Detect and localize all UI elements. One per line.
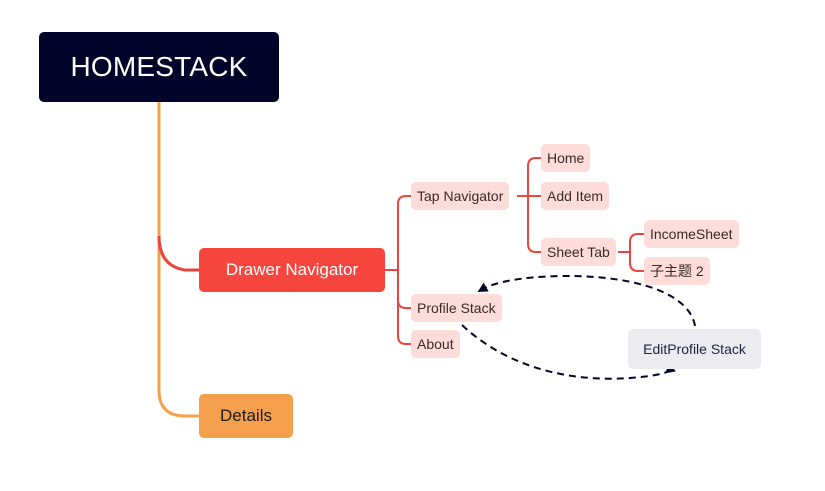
root-node[interactable]: HOMESTACK <box>39 32 279 102</box>
tap-navigator-node[interactable]: Tap Navigator <box>411 182 510 210</box>
drawer-navigator-node[interactable]: Drawer Navigator <box>199 248 385 292</box>
drawer-branch-connector <box>157 235 199 272</box>
subtopic-2-node[interactable]: 子主题 2 <box>644 257 710 285</box>
income-sheet-node[interactable]: IncomeSheet <box>644 220 739 248</box>
about-node[interactable]: About <box>411 330 460 358</box>
sheet-tab-node[interactable]: Sheet Tab <box>541 238 616 266</box>
edit-profile-stack-node[interactable]: EditProfile Stack <box>628 329 761 369</box>
tap-children-connector <box>517 157 541 253</box>
relation-curve <box>461 324 676 380</box>
sheet-children-connector <box>618 233 644 272</box>
details-node[interactable]: Details <box>199 394 293 438</box>
add-item-node[interactable]: Add Item <box>541 182 610 210</box>
home-node[interactable]: Home <box>541 144 591 172</box>
relation-curve-top <box>477 274 696 327</box>
drawer-children-connector <box>385 195 411 345</box>
profile-stack-node[interactable]: Profile Stack <box>411 294 502 322</box>
root-trunk-connector <box>157 102 199 418</box>
